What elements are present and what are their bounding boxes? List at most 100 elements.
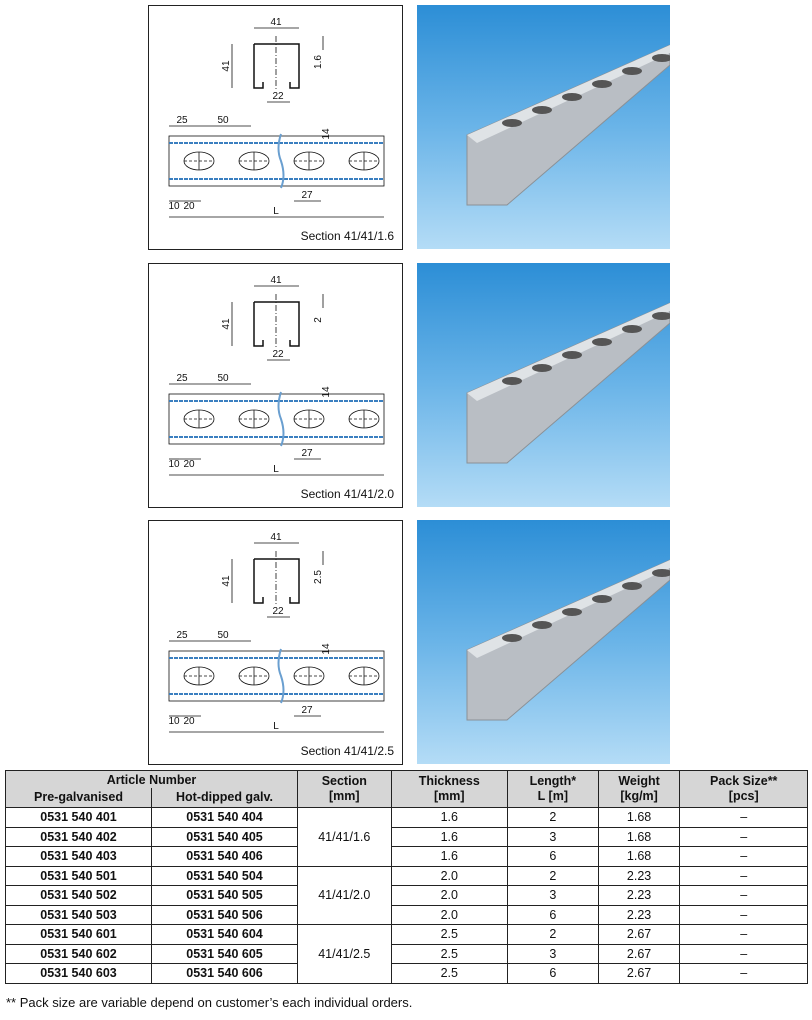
pack-size-value: – (679, 924, 808, 945)
pack-size-value: – (679, 865, 808, 886)
thickness-value: 1.6 (390, 826, 508, 847)
pre-galvanised-number: 0531 540 602 (5, 943, 152, 964)
hot-dipped-number: 0531 540 605 (151, 943, 298, 964)
header-weight: Weight[kg/m] (597, 770, 681, 808)
channel-photo (417, 263, 670, 507)
thickness-value: 2.5 (390, 924, 508, 945)
section-caption: Section 41/41/2.0 (300, 487, 394, 501)
header-section: Section[mm] (297, 770, 392, 808)
dim-d25: 25 (176, 373, 188, 384)
weight-value: 2.23 (597, 865, 681, 886)
dim-height: 41 (221, 318, 232, 330)
length-value: 2 (506, 807, 599, 828)
pre-galvanised-number: 0531 540 403 (5, 846, 152, 867)
dim-width: 41 (270, 17, 282, 28)
thickness-value: 2.0 (390, 904, 508, 925)
header-length-unit: L [m] (537, 789, 568, 803)
length-value: 2 (506, 865, 599, 886)
slot-icon (562, 351, 582, 359)
dim-length: L (273, 721, 279, 732)
thickness-value: 2.5 (390, 943, 508, 964)
slot-icon (592, 338, 612, 346)
section-value: 41/41/2.5 (297, 924, 392, 984)
pre-galvanised-number: 0531 540 603 (5, 963, 152, 984)
slot-icon (652, 569, 670, 577)
dim-d10: 10 (168, 459, 180, 470)
channel-photo-icon (466, 44, 670, 206)
header-pre-galvanised: Pre-galvanised (5, 788, 152, 808)
pack-size-value: – (679, 846, 808, 867)
pre-galvanised-number: 0531 540 401 (5, 807, 152, 828)
weight-value: 1.68 (597, 807, 681, 828)
slot-icon (502, 634, 522, 642)
section-caption: Section 41/41/2.5 (300, 744, 394, 758)
header-section-label: Section (321, 774, 367, 788)
channel-photo (417, 5, 670, 249)
slot-icon (562, 93, 582, 101)
dim-d50: 50 (217, 115, 229, 126)
pre-galvanised-number: 0531 540 502 (5, 885, 152, 906)
pre-galvanised-number: 0531 540 601 (5, 924, 152, 945)
header-weight-unit: [kg/m] (620, 789, 658, 803)
length-value: 6 (506, 904, 599, 925)
header-pack-size-label: Pack Size** (710, 774, 778, 788)
channel-photo-icon (466, 559, 670, 721)
hot-dipped-number: 0531 540 505 (151, 885, 298, 906)
dim-length: L (273, 206, 279, 217)
dim-d14: 14 (321, 643, 332, 655)
weight-value: 2.67 (597, 943, 681, 964)
dim-d25: 25 (176, 115, 188, 126)
pack-size-value: – (679, 904, 808, 925)
dim-d10: 10 (168, 716, 180, 727)
weight-value: 2.67 (597, 924, 681, 945)
dim-d14: 14 (321, 128, 332, 140)
dim-thickness: 2.5 (313, 570, 324, 584)
hot-dipped-number: 0531 540 606 (151, 963, 298, 984)
dim-thickness: 2 (313, 317, 324, 323)
slot-icon (502, 119, 522, 127)
slot-icon (592, 80, 612, 88)
hot-dipped-number: 0531 540 504 (151, 865, 298, 886)
length-value: 3 (506, 885, 599, 906)
length-value: 6 (506, 963, 599, 984)
dim-slot_gap: 22 (272, 91, 284, 102)
pre-galvanised-number: 0531 540 503 (5, 904, 152, 925)
dim-d27: 27 (301, 705, 313, 716)
header-pack-size-unit: [pcs] (728, 789, 759, 803)
dim-d14: 14 (321, 386, 332, 398)
slot-icon (592, 595, 612, 603)
thickness-value: 2.0 (390, 865, 508, 886)
weight-value: 2.23 (597, 885, 681, 906)
header-thickness-unit: [mm] (433, 789, 465, 803)
pack-size-value: – (679, 943, 808, 964)
slot-icon (652, 54, 670, 62)
hot-dipped-number: 0531 540 406 (151, 846, 298, 867)
dim-d50: 50 (217, 630, 229, 641)
dim-length: L (273, 464, 279, 475)
header-length: Length*L [m] (506, 770, 599, 808)
header-pack-size: Pack Size**[pcs] (679, 770, 808, 808)
dim-d20: 20 (183, 201, 195, 212)
channel-photo-icon (466, 302, 670, 464)
pack-size-value: – (679, 826, 808, 847)
channel-photo (417, 520, 670, 764)
section-value: 41/41/2.0 (297, 865, 392, 925)
length-value: 6 (506, 846, 599, 867)
thickness-value: 2.5 (390, 963, 508, 984)
article-table: Article Number Section[mm] Thickness[mm]… (5, 770, 808, 984)
header-hot-dipped: Hot-dipped galv. (151, 788, 298, 808)
header-thickness-label: Thickness (418, 774, 480, 788)
dim-d25: 25 (176, 630, 188, 641)
dim-height: 41 (221, 575, 232, 587)
